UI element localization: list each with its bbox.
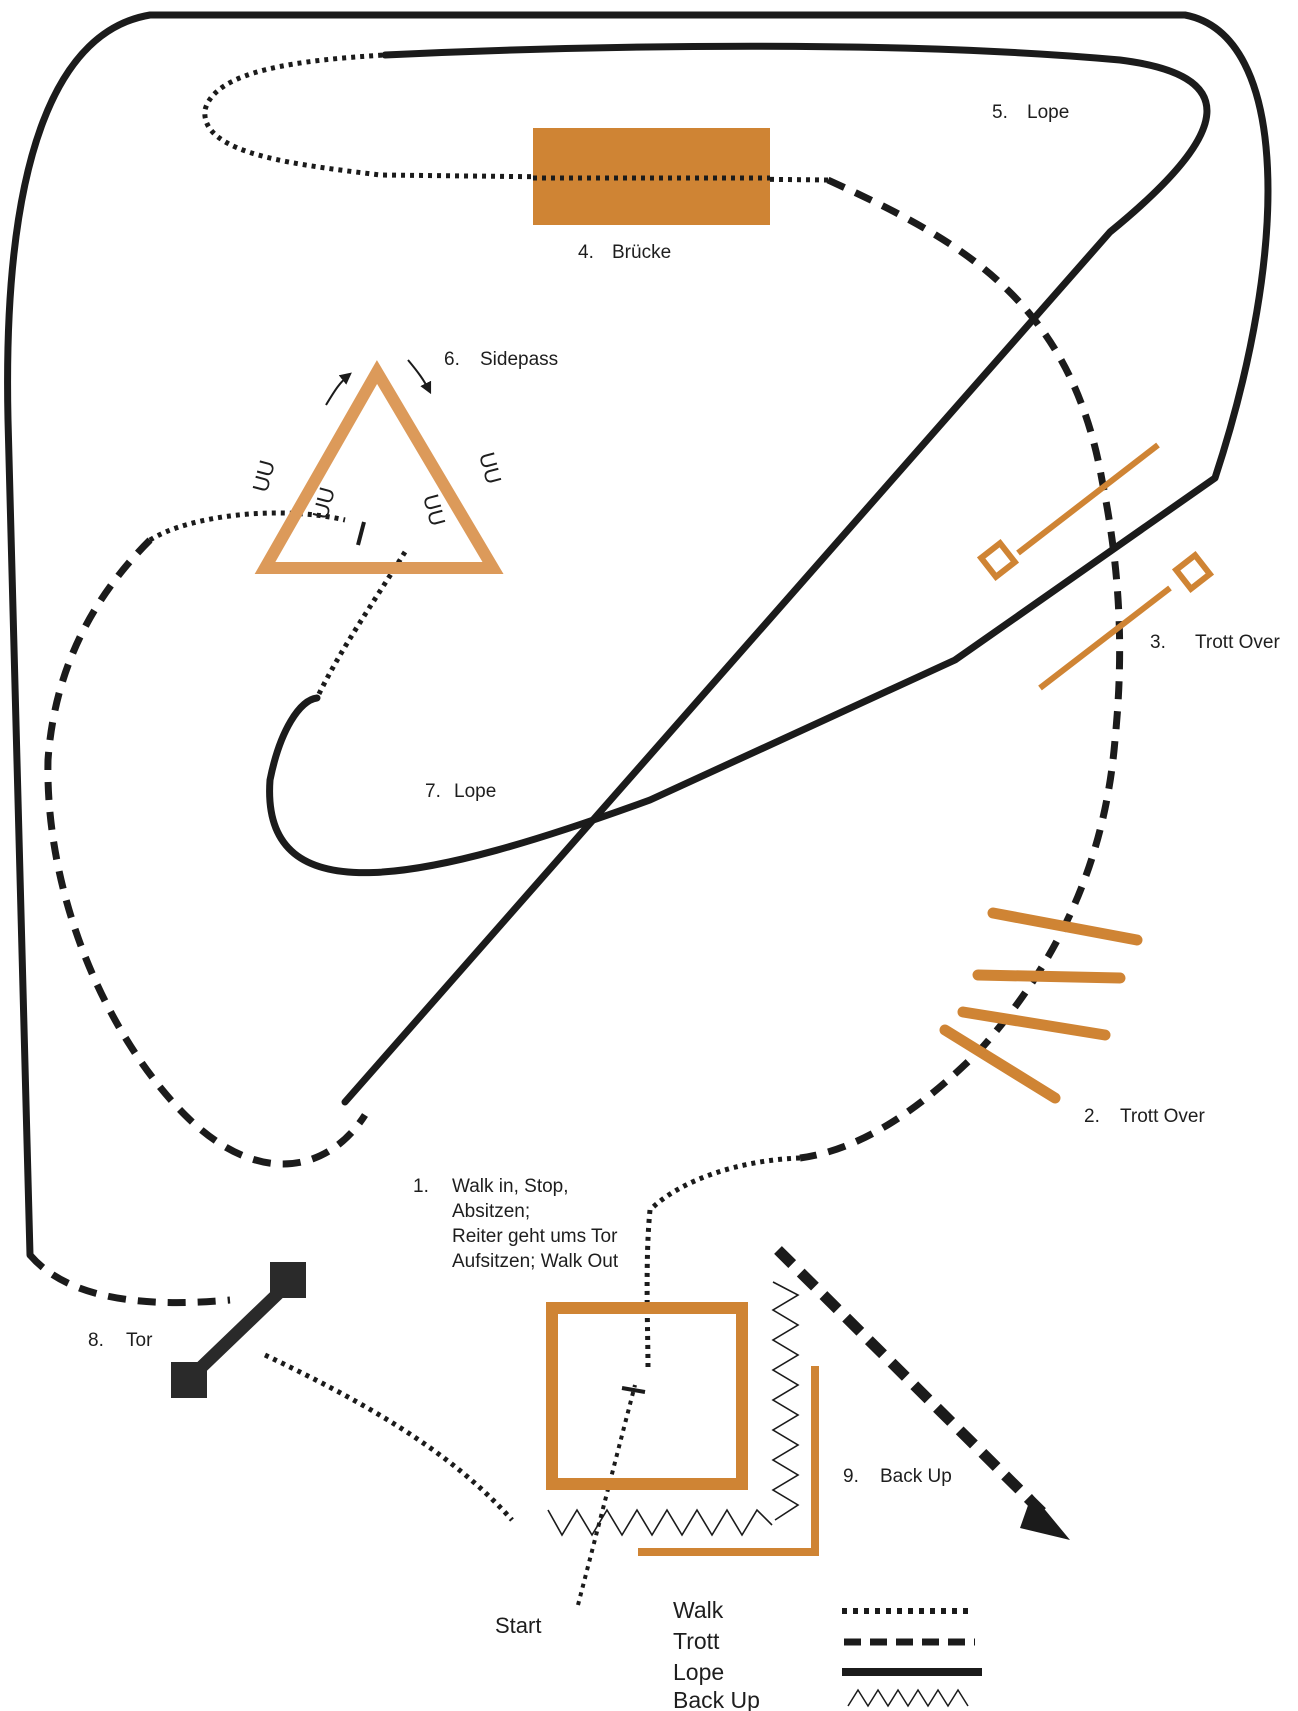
- station-9-number: 9.: [843, 1466, 859, 1487]
- sidepass-mark-1: UU: [248, 457, 280, 494]
- start-box: [546, 1302, 748, 1490]
- station-1-line-2: Absitzen;: [452, 1201, 530, 1222]
- legend-walk-label: Walk: [673, 1597, 724, 1623]
- sidepass-arrow-left-icon: [325, 372, 352, 406]
- station-6-text: Sidepass: [480, 349, 558, 370]
- walk-path-to-box: [644, 1155, 801, 1371]
- gate-obstacle: [171, 1262, 306, 1398]
- legend-lope-label: Lope: [673, 1659, 724, 1685]
- legend: Walk Trott Lope Back Up: [673, 1597, 982, 1711]
- trott-path-gate: [27, 1252, 231, 1307]
- station-8-number: 8.: [88, 1330, 104, 1351]
- exit-arrow-head: [1020, 1494, 1070, 1540]
- station-4-text: Brücke: [612, 242, 671, 263]
- backup-zigzag-vertical: [771, 1281, 800, 1521]
- station-9-text: Back Up: [880, 1466, 952, 1487]
- trott-over-2-poles: [939, 907, 1143, 1104]
- station-3-number: 3.: [1150, 632, 1166, 653]
- station-4-label: 4. Brücke: [578, 242, 671, 263]
- station-2-number: 2.: [1084, 1106, 1100, 1127]
- sidepass-arrow-right-icon: [407, 359, 432, 395]
- station-1-label: 1. Walk in, Stop, Absitzen; Reiter geht …: [413, 1176, 619, 1272]
- walk-path-sidepass-approach: [148, 510, 346, 543]
- legend-trott-label: Trott: [673, 1628, 720, 1654]
- station-3-text: Trott Over: [1195, 632, 1280, 653]
- station-1-line-4: Aufsitzen; Walk Out: [452, 1251, 619, 1272]
- station-5-number: 5.: [992, 102, 1008, 123]
- station-7-label: 7. Lope: [425, 781, 496, 802]
- station-6-number: 6.: [444, 349, 460, 370]
- trott-over-3-poles: [976, 442, 1215, 691]
- backup-zigzag-horizontal: [547, 1508, 773, 1537]
- legend-backup-label: Back Up: [673, 1687, 760, 1711]
- station-2-label: 2. Trott Over: [1084, 1106, 1205, 1127]
- outer-border-path: [4, 11, 1272, 1259]
- sidepass-end-tick: [356, 521, 366, 546]
- outer-lope-path: [341, 42, 1211, 1106]
- walk-path-start: [576, 1384, 637, 1606]
- walk-path-from-gate: [263, 1352, 514, 1522]
- backup-l-rails: [638, 1366, 819, 1556]
- station-1-line-1: Walk in, Stop,: [452, 1176, 569, 1197]
- trott-path-right: [799, 176, 1124, 1162]
- legend-backup-swatch: [847, 1688, 969, 1708]
- station-8-label: 8. Tor: [88, 1330, 153, 1351]
- station-2-text: Trott Over: [1120, 1106, 1205, 1127]
- station-9-label: 9. Back Up: [843, 1466, 952, 1487]
- trott-path-left: [44, 537, 368, 1168]
- start-label: Start: [495, 1613, 541, 1638]
- station-5-label: 5. Lope: [992, 102, 1069, 123]
- start-box-tick: [621, 1386, 646, 1394]
- station-1-number: 1.: [413, 1176, 429, 1197]
- station-5-text: Lope: [1027, 102, 1069, 123]
- station-8-text: Tor: [126, 1330, 153, 1351]
- station-7-number: 7.: [425, 781, 441, 802]
- station-3-label: 3. Trott Over: [1150, 632, 1280, 653]
- station-7-text: Lope: [454, 781, 496, 802]
- station-4-number: 4.: [578, 242, 594, 263]
- sidepass-mark-4: UU: [474, 449, 506, 486]
- station-1-line-3: Reiter geht ums Tor: [452, 1226, 618, 1247]
- station-6-label: 6. Sidepass: [444, 349, 558, 370]
- sidepass-triangle: [254, 360, 504, 574]
